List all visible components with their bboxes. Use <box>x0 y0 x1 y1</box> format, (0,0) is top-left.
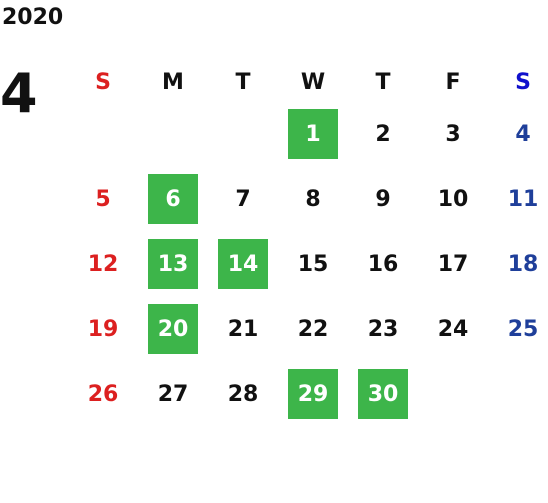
weekday-header-wed: W <box>300 69 326 95</box>
day-number: 9 <box>375 186 391 212</box>
day-number: 7 <box>235 186 251 212</box>
day-number: 8 <box>305 186 321 212</box>
day-cell[interactable]: 12 <box>68 239 138 289</box>
weekday-header-tue: T <box>235 69 251 95</box>
day-number: 29 <box>288 369 338 419</box>
day-cell-highlighted[interactable]: 14 <box>208 239 278 289</box>
day-number: 3 <box>445 121 461 147</box>
day-number: 1 <box>288 109 338 159</box>
weekday-header-fri: F <box>445 69 461 95</box>
day-number: 27 <box>157 381 189 407</box>
weekday-header-sun: S <box>95 69 111 95</box>
day-cell[interactable]: 3 <box>418 109 488 159</box>
day-cell-highlighted[interactable]: 13 <box>138 239 208 289</box>
day-number: 22 <box>297 316 329 342</box>
day-cell-highlighted[interactable]: 6 <box>138 174 208 224</box>
day-cell-highlighted[interactable]: 29 <box>278 369 348 419</box>
day-number: 14 <box>218 239 268 289</box>
day-cell[interactable]: 10 <box>418 174 488 224</box>
day-cell-highlighted[interactable]: 1 <box>278 109 348 159</box>
day-number: 28 <box>227 381 259 407</box>
day-number: 26 <box>87 381 119 407</box>
day-number: 2 <box>375 121 391 147</box>
day-cell[interactable]: 4 <box>488 109 548 159</box>
day-cell[interactable]: 5 <box>68 174 138 224</box>
day-number: 23 <box>367 316 399 342</box>
day-cell[interactable]: 18 <box>488 239 548 289</box>
day-number: 13 <box>148 239 198 289</box>
day-cell[interactable]: 15 <box>278 239 348 289</box>
day-cell[interactable]: 7 <box>208 174 278 224</box>
day-cell[interactable]: 27 <box>138 369 208 419</box>
day-number: 4 <box>515 121 531 147</box>
day-cell-highlighted[interactable]: 30 <box>348 369 418 419</box>
day-number: 24 <box>437 316 469 342</box>
weekday-header-thu: T <box>375 69 391 95</box>
day-cell[interactable]: 24 <box>418 304 488 354</box>
day-number: 18 <box>507 251 539 277</box>
day-number: 19 <box>87 316 119 342</box>
month-label: 4 <box>0 62 38 125</box>
day-number: 16 <box>367 251 399 277</box>
day-number: 12 <box>87 251 119 277</box>
day-cell[interactable]: 23 <box>348 304 418 354</box>
day-number: 30 <box>358 369 408 419</box>
day-cell[interactable]: 19 <box>68 304 138 354</box>
day-cell-highlighted[interactable]: 20 <box>138 304 208 354</box>
year-label: 2020 <box>2 5 64 30</box>
day-number: 25 <box>507 316 539 342</box>
day-cell[interactable]: 22 <box>278 304 348 354</box>
day-cell[interactable]: 28 <box>208 369 278 419</box>
day-cell[interactable]: 16 <box>348 239 418 289</box>
day-cell[interactable]: 25 <box>488 304 548 354</box>
weekday-header-mon: M <box>162 69 184 95</box>
day-cell[interactable]: 17 <box>418 239 488 289</box>
day-cell[interactable]: 11 <box>488 174 548 224</box>
day-cell[interactable]: 2 <box>348 109 418 159</box>
day-number: 5 <box>95 186 111 212</box>
day-number: 20 <box>148 304 198 354</box>
day-number: 21 <box>227 316 259 342</box>
day-cell[interactable]: 8 <box>278 174 348 224</box>
day-cell[interactable]: 26 <box>68 369 138 419</box>
day-number: 10 <box>437 186 469 212</box>
day-cell[interactable]: 21 <box>208 304 278 354</box>
day-number: 17 <box>437 251 469 277</box>
day-cell[interactable]: 9 <box>348 174 418 224</box>
weekday-header-sat: S <box>515 69 531 95</box>
day-number: 6 <box>148 174 198 224</box>
day-number: 15 <box>297 251 329 277</box>
day-number: 11 <box>507 186 539 212</box>
